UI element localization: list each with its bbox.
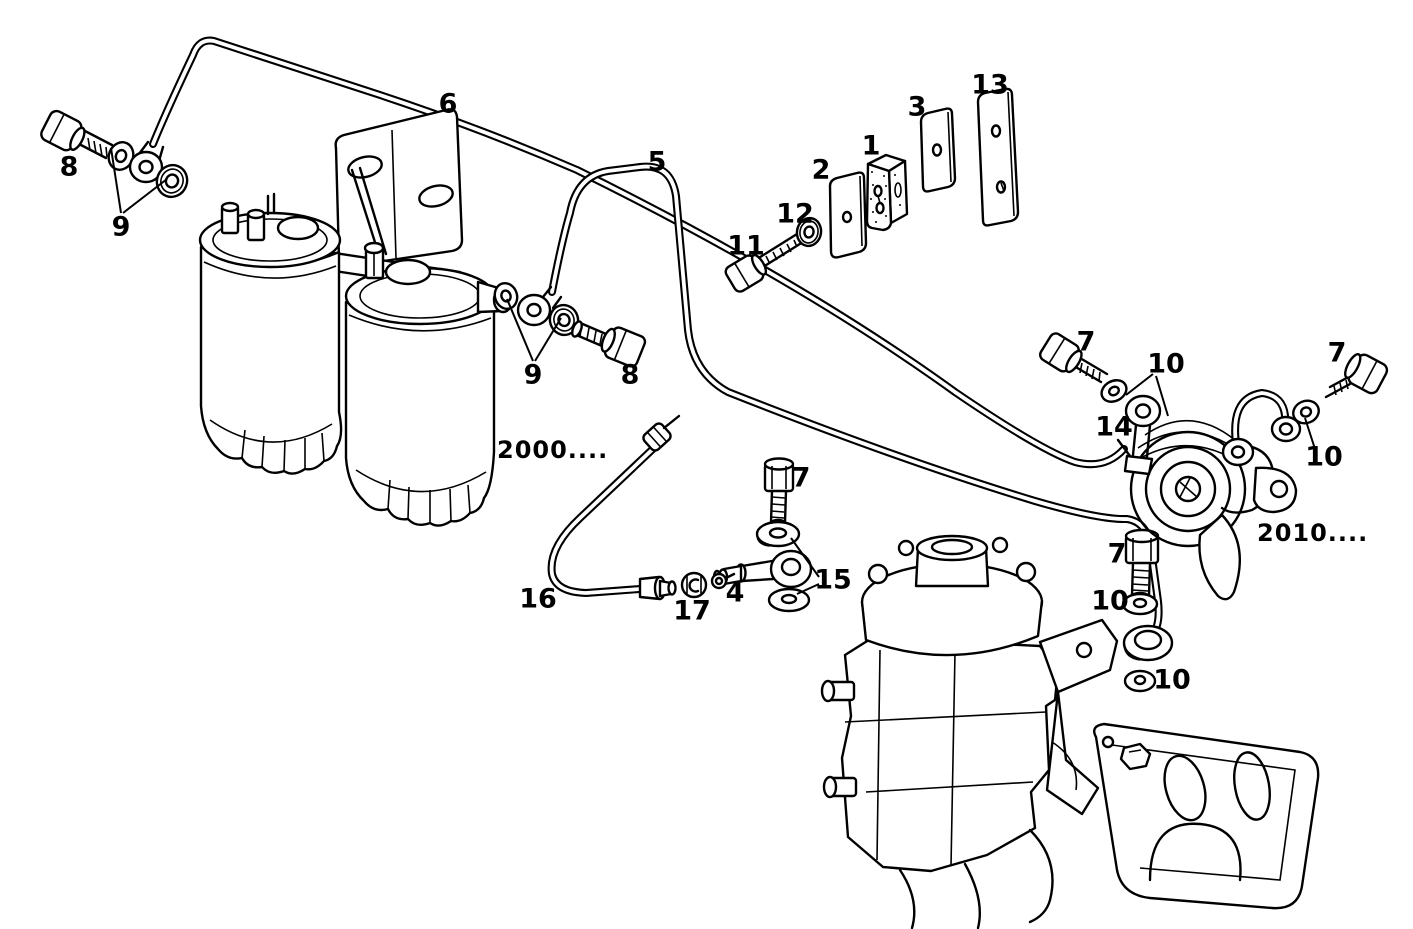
callout-10-bottom-b: 10 — [1153, 664, 1191, 696]
small-fitting-17b — [710, 572, 736, 590]
callout-10-pump-left: 10 — [1147, 348, 1185, 380]
pump-fin — [1198, 513, 1241, 601]
callout-1: 1 — [861, 130, 881, 162]
leader-lines — [110, 147, 1316, 595]
fuel-lift-pump — [1129, 389, 1302, 601]
callout-7-bottom: 7 — [1107, 538, 1127, 570]
callout-2: 2 — [811, 154, 831, 186]
clamp-plate-2 — [828, 171, 868, 259]
banjo-fitting-mid — [516, 285, 563, 327]
washer-10-br-top — [1121, 592, 1159, 616]
callout-10-right: 10 — [1305, 441, 1343, 473]
fuel-line-5 — [548, 162, 1163, 641]
filter-mounting-bracket — [334, 108, 464, 268]
callout-9-left: 9 — [111, 211, 131, 243]
washer-9-mid-b — [548, 303, 580, 337]
callout-5: 5 — [647, 146, 667, 178]
inlet-elbow-bushing — [1122, 624, 1174, 662]
callout-11: 11 — [727, 230, 765, 262]
banjo-fitting-14 — [1123, 394, 1162, 476]
ref-label-2010: 2010.... — [1257, 519, 1369, 547]
washer-10-right — [1292, 399, 1320, 425]
fuel-line-6 — [149, 36, 1132, 469]
bolt-7-far-right — [1324, 353, 1389, 399]
ref-label-2000: 2000.... — [497, 436, 609, 464]
backing-plate-13 — [976, 87, 1020, 227]
washer-15-top — [755, 520, 801, 548]
filter-right-top-bolt — [363, 241, 385, 280]
pump-bridge-pipe — [1221, 389, 1302, 467]
washer-12 — [795, 216, 823, 248]
banjo-fitting-left — [128, 140, 165, 184]
fuel-pipe-16 — [547, 414, 681, 601]
callout-16: 16 — [519, 583, 557, 615]
callout-8-left: 8 — [59, 151, 79, 183]
engine-block-flange — [1093, 722, 1320, 910]
fuel-filter-left — [198, 192, 343, 475]
bolt-11 — [724, 232, 805, 293]
block-texture-dots — [870, 171, 901, 223]
filter-left-top-bolts — [220, 192, 276, 242]
callout-7-mid: 7 — [791, 462, 811, 494]
pipe-16-male-fitting — [638, 575, 677, 601]
washer-9-left-a — [107, 141, 135, 171]
banjo-bolt-8-left — [40, 109, 114, 160]
callout-8-mid: 8 — [620, 359, 640, 391]
pipe-16-union-nut — [642, 414, 681, 452]
banjo-bolt-8-mid — [571, 320, 647, 368]
pump-arm — [1252, 466, 1298, 514]
callout-3: 3 — [907, 91, 927, 123]
callout-9-mid: 9 — [523, 359, 543, 391]
washer-9-left-b — [155, 163, 189, 199]
callout-7-pump-left: 7 — [1076, 326, 1096, 358]
governor-cap — [914, 534, 990, 588]
callout-13: 13 — [971, 69, 1009, 101]
callout-15: 15 — [814, 564, 852, 596]
callout-10-bottom-a: 10 — [1091, 585, 1129, 617]
callout-4: 4 — [725, 577, 745, 609]
clamp-plate-3 — [919, 107, 957, 193]
callout-12: 12 — [776, 198, 814, 230]
injection-pump — [820, 534, 1119, 929]
washer-10-br-bottom — [1123, 669, 1157, 693]
washer-15-bottom — [767, 587, 811, 613]
fuel-filter-right — [344, 241, 514, 527]
rubber-block-1 — [865, 153, 909, 232]
flange-bolt — [1119, 742, 1152, 771]
nut-17 — [680, 571, 708, 599]
callout-6: 6 — [438, 88, 458, 120]
callout-7-far-right: 7 — [1327, 337, 1347, 369]
bolt-7-mid — [763, 457, 795, 528]
pump-right-bracket — [1038, 618, 1119, 816]
washer-10-tr — [1100, 379, 1128, 403]
callout-17: 17 — [673, 595, 711, 627]
callout-14: 14 — [1095, 411, 1133, 443]
line-6-end-bell — [1116, 438, 1132, 458]
pump-side-bolts — [820, 679, 858, 799]
bolt-7-top-left-of-pump — [1039, 332, 1109, 384]
